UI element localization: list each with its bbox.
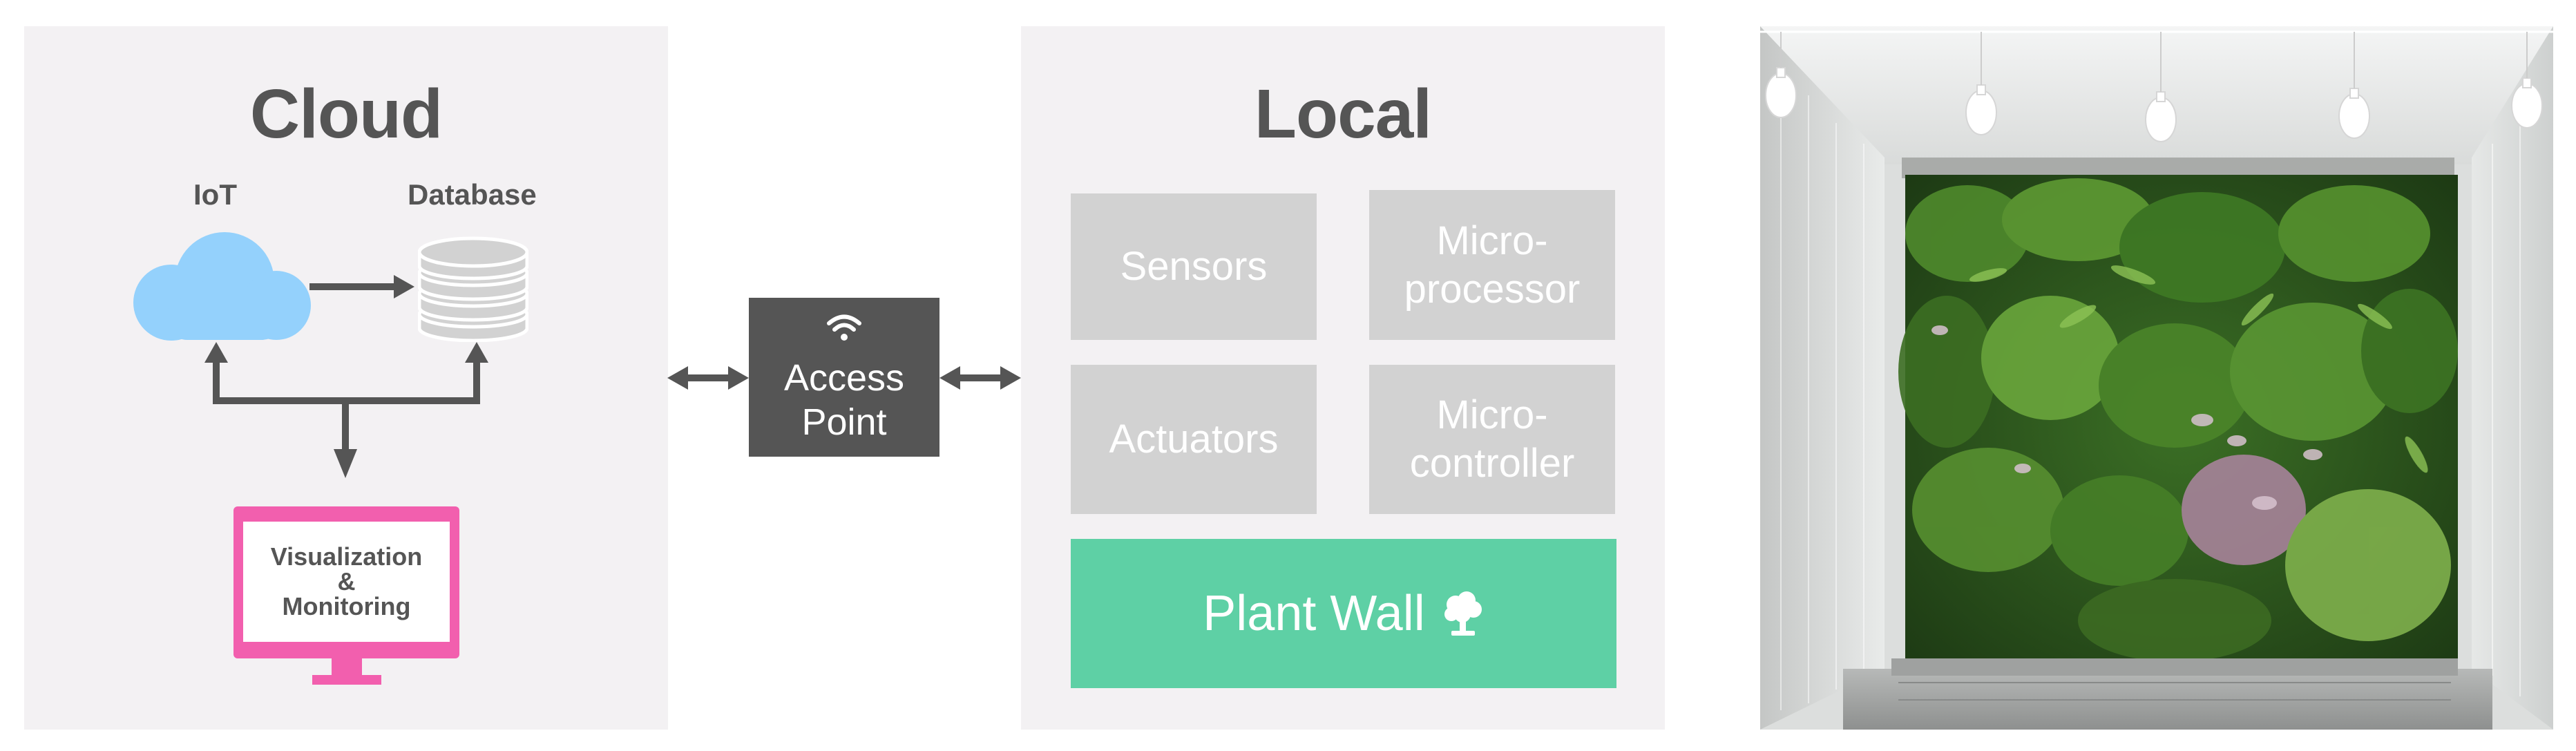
plant-wall-label: Plant Wall xyxy=(1203,586,1425,641)
arrowhead-db-up xyxy=(465,342,488,363)
bus-line xyxy=(213,359,480,404)
monitor-label: Visualization & Monitoring xyxy=(270,542,423,620)
actuators-box: Actuators xyxy=(1071,365,1317,514)
microcontroller-label: Micro- controller xyxy=(1409,392,1575,486)
arrowhead-database xyxy=(394,275,414,298)
cloud-title: Cloud xyxy=(249,75,443,153)
access-point-label: Access Point xyxy=(783,357,905,443)
database-icon xyxy=(418,236,528,342)
tree-icon xyxy=(1444,591,1482,636)
sensors-box: Sensors xyxy=(1071,193,1317,340)
sensors-label: Sensors xyxy=(1120,244,1268,289)
microprocessor-box: Micro- processor xyxy=(1369,190,1615,340)
plant-wall-photo xyxy=(1760,26,2553,730)
microcontroller-box: Micro- controller xyxy=(1369,365,1615,514)
arrowhead-iot xyxy=(204,342,228,363)
monitor-screen: Visualization & Monitoring xyxy=(243,522,450,642)
iot-label: IoT xyxy=(193,178,237,211)
access-point-box: Access Point xyxy=(749,298,939,457)
microprocessor-label: Micro- processor xyxy=(1404,218,1581,312)
local-title: Local xyxy=(1254,75,1432,153)
plant-wall-box: Plant Wall xyxy=(1071,539,1616,688)
monitor-icon: Visualization & Monitoring xyxy=(233,506,459,658)
cloud-icon xyxy=(133,232,311,341)
cloud-connectors xyxy=(204,275,488,478)
wifi-icon xyxy=(827,314,861,341)
monitor-stand xyxy=(332,656,362,677)
cloud-to-access-point-arrow xyxy=(667,366,749,390)
monitor-base xyxy=(312,675,381,685)
arrowhead-monitor xyxy=(334,449,357,478)
actuators-label: Actuators xyxy=(1109,417,1279,462)
database-label: Database xyxy=(408,178,537,211)
access-point-to-local-arrow xyxy=(939,366,1021,390)
